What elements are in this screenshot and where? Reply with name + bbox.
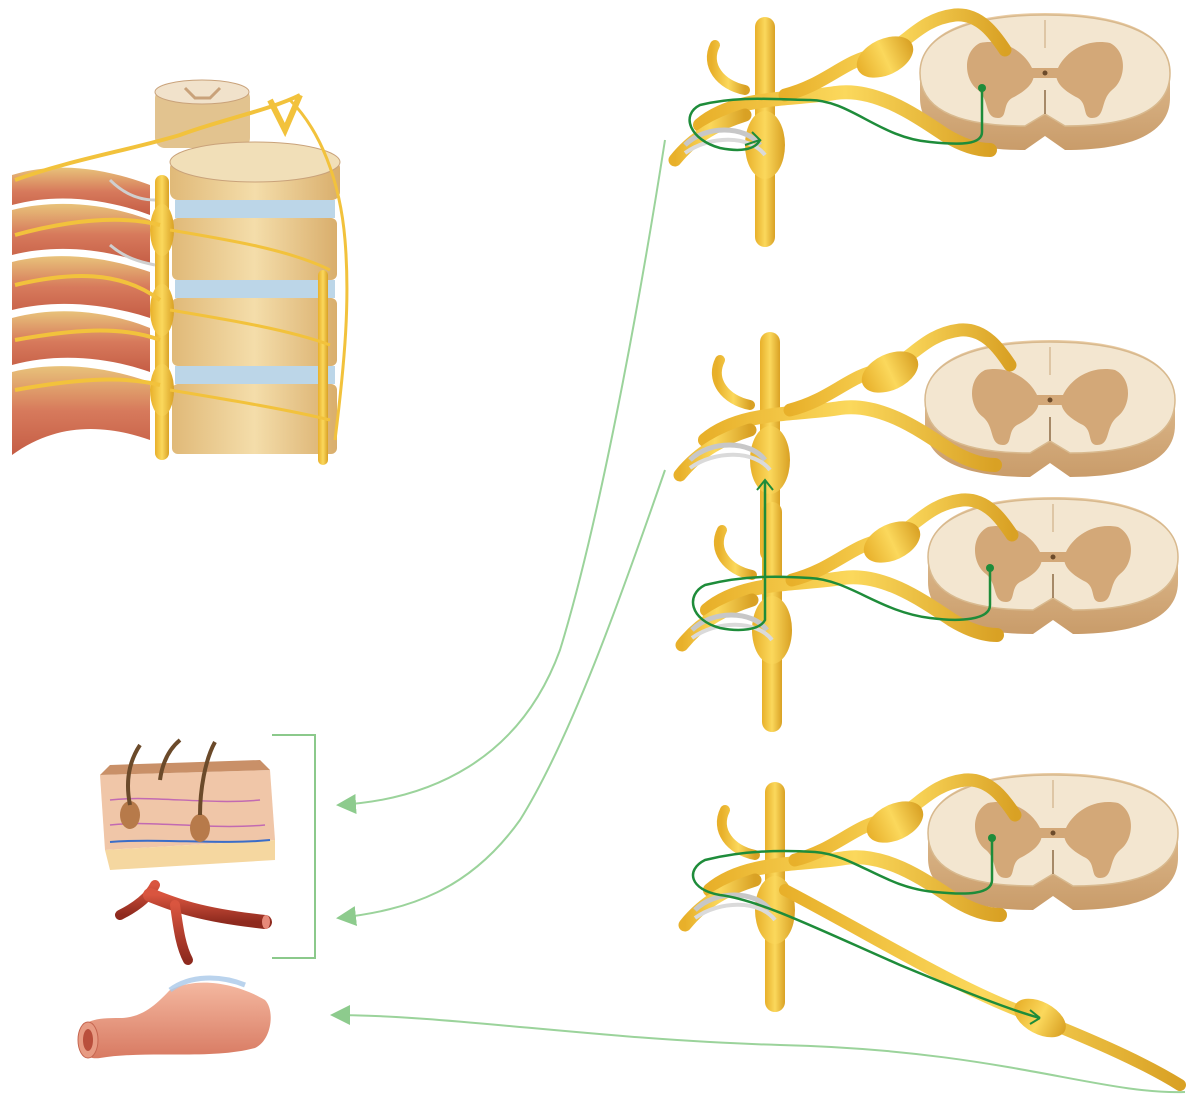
pathway-1: [675, 13, 1170, 247]
arrow-pathway-2-to-vessel: [338, 470, 665, 918]
target-group-bracket: [272, 735, 315, 958]
target-intestine: [78, 978, 271, 1058]
target-skin: [100, 740, 275, 870]
pathway-3: [685, 773, 1180, 1085]
target-blood-vessel: [120, 885, 270, 960]
arrow-pathway-1-to-skin: [338, 140, 665, 805]
pathway-2: [680, 330, 1178, 732]
spinal-column-overview: [12, 80, 347, 465]
